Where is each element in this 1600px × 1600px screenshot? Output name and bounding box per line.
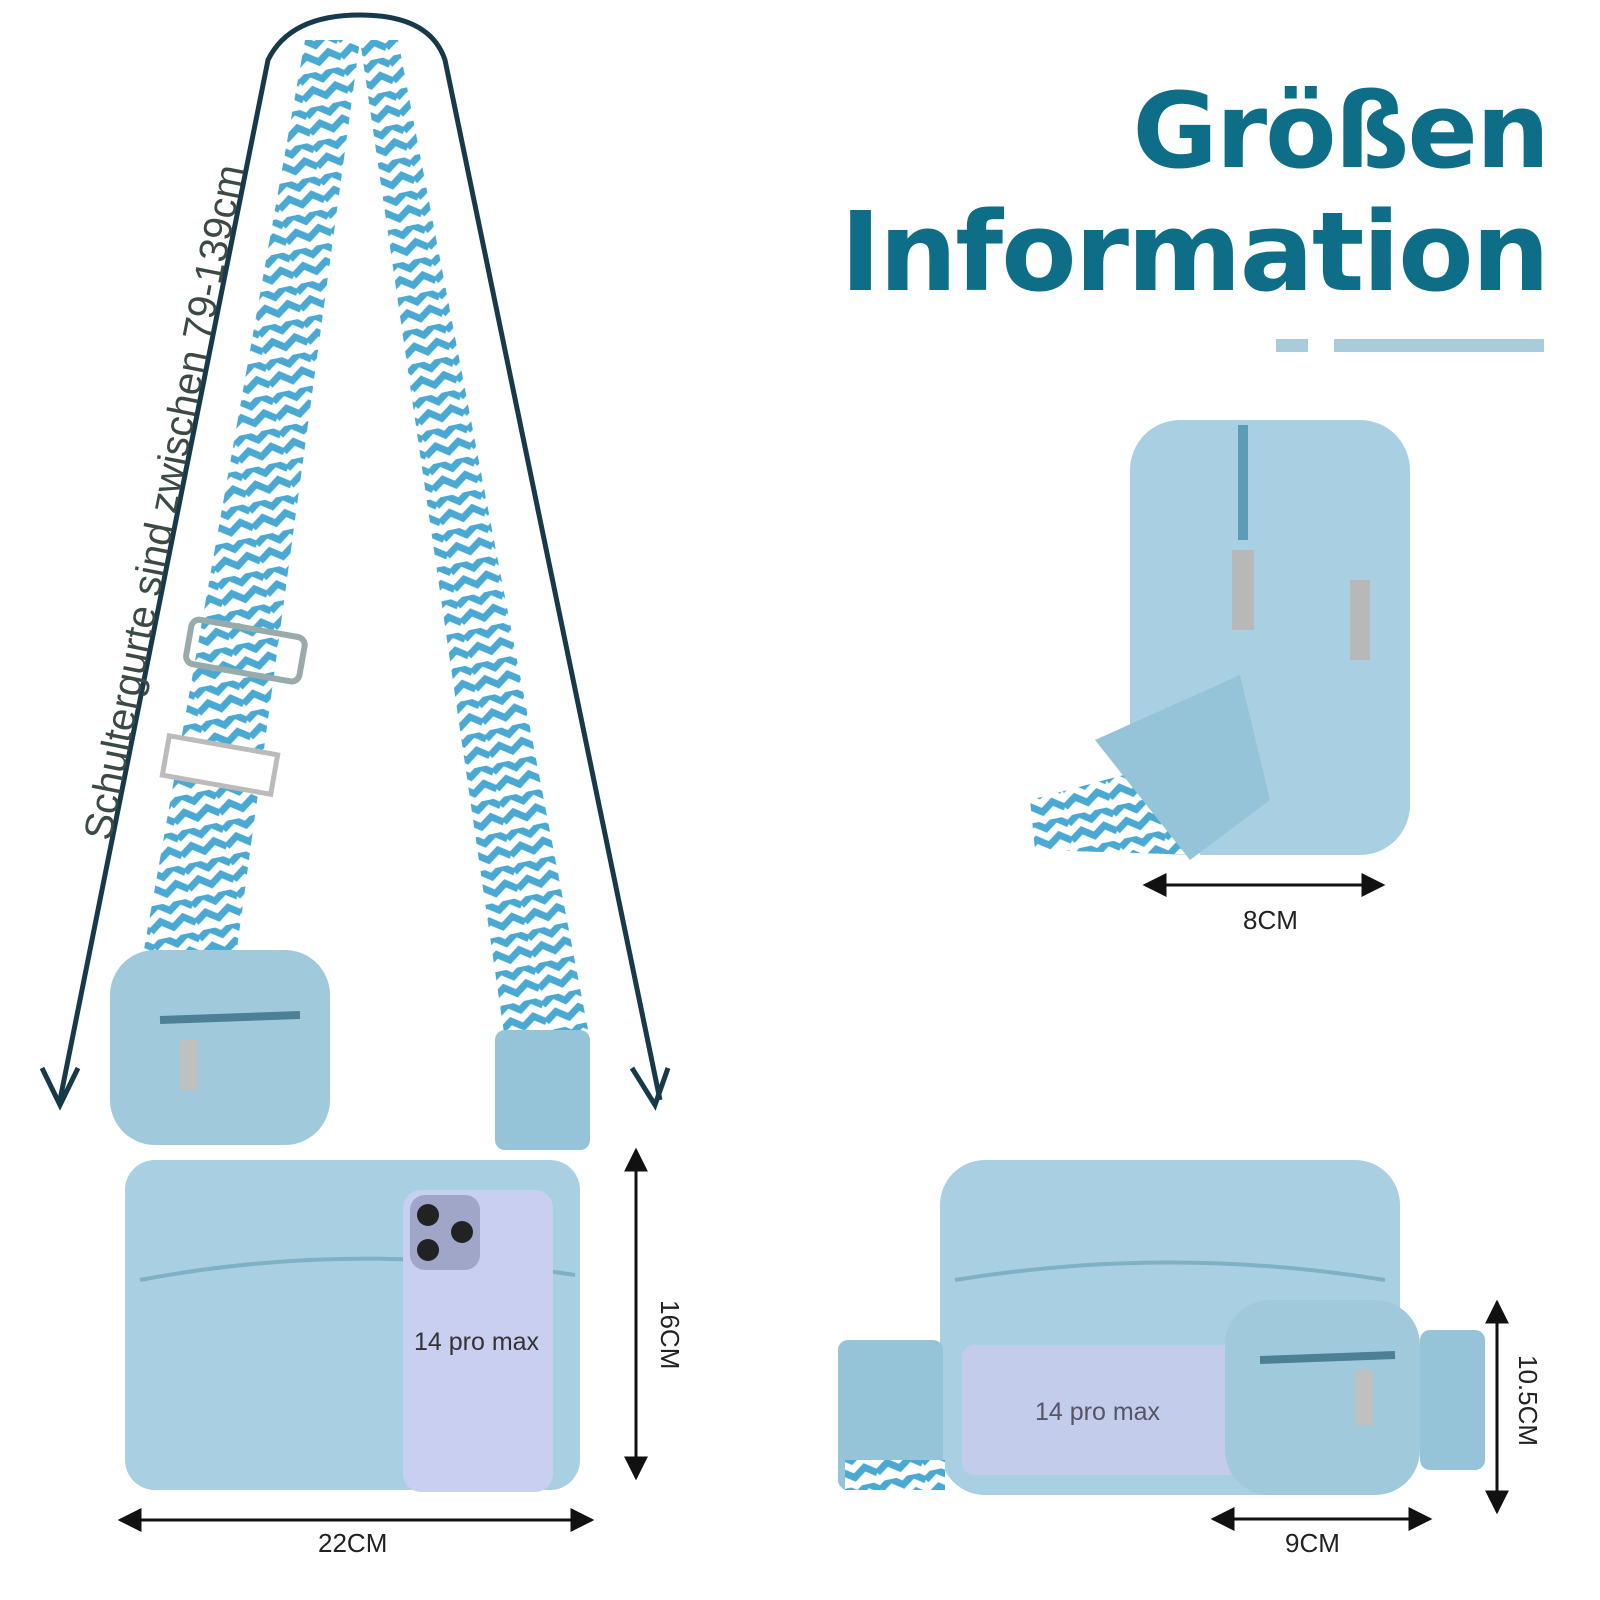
pouch-bottom bbox=[1225, 1300, 1420, 1495]
arrow-head-left bbox=[39, 1066, 81, 1111]
strap-buckle bbox=[183, 616, 308, 685]
phone-label-bottom: 14 pro max bbox=[1035, 1398, 1161, 1426]
height-label-main: 16CM bbox=[655, 1300, 685, 1370]
accent-bar-long bbox=[1334, 339, 1544, 352]
strap-tab-right bbox=[495, 1030, 590, 1150]
phone-bottom bbox=[962, 1345, 1242, 1475]
title-line-1: Größen bbox=[1132, 70, 1550, 192]
pouch-small bbox=[110, 950, 330, 1145]
strap-length-arrow bbox=[57, 12, 663, 1101]
accent-bar-short bbox=[1276, 339, 1308, 352]
strap-right bbox=[360, 40, 590, 1040]
arrow-head-right bbox=[629, 1066, 671, 1111]
phone-label-main: 14 pro max bbox=[414, 1328, 540, 1356]
width-label-main: 22CM bbox=[318, 1528, 388, 1558]
depth-label-side: 8CM bbox=[1243, 905, 1298, 935]
strap-slider bbox=[159, 732, 281, 798]
title-line-2: Information bbox=[840, 188, 1550, 316]
height-label-bottom: 10.5CM bbox=[1513, 1355, 1543, 1447]
width-label-bottom: 9CM bbox=[1285, 1528, 1340, 1558]
